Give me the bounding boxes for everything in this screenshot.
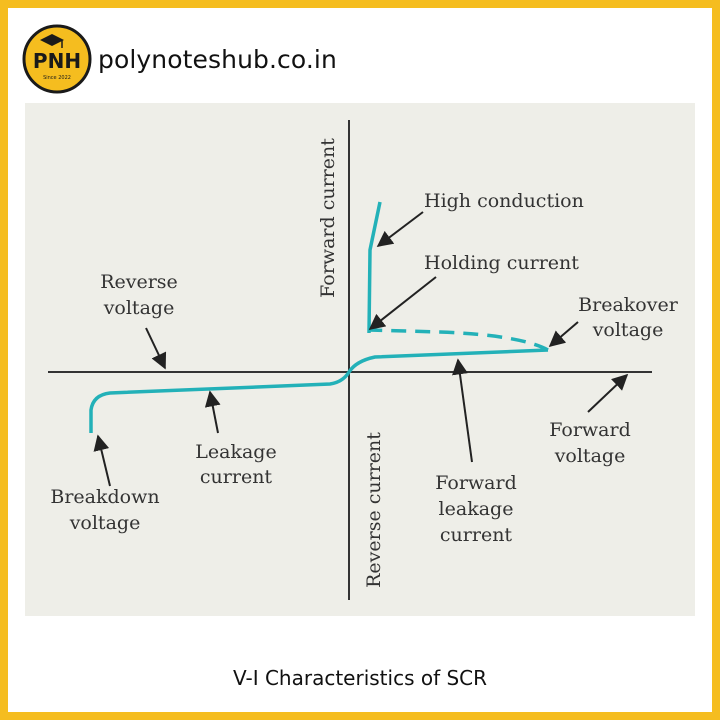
forward-voltage-arrow (587, 373, 629, 413)
reverse-current-label: Reverse current (363, 432, 385, 588)
leakage-current-label-2: current (200, 466, 273, 488)
reverse-voltage-arrow (145, 327, 167, 370)
forward-leakage-label-2: leakage (439, 498, 514, 520)
holding-current-label: Holding current (424, 252, 579, 274)
holding-current-arrow (368, 276, 437, 330)
svg-text:Since 2022: Since 2022 (43, 75, 71, 81)
leakage-arrow (204, 390, 221, 434)
breakover-label-2: voltage (592, 319, 664, 341)
reverse-curve (89, 371, 351, 433)
forward-blocking-curve (347, 348, 549, 374)
forward-current-label: Forward current (317, 138, 339, 298)
high-conduction-arrow (376, 211, 424, 247)
high-conduction-label: High conduction (424, 190, 584, 212)
forward-leakage-label-3: current (440, 524, 513, 546)
svg-text:PNH: PNH (33, 49, 81, 73)
figure-caption: V-I Characteristics of SCR (232, 666, 488, 690)
reverse-voltage-label-1: Reverse (100, 271, 178, 293)
diagram-panel (25, 103, 695, 616)
pnh-logo: PNH Since 2022 (22, 24, 92, 94)
forward-leakage-label-1: Forward (435, 472, 517, 494)
leakage-current-label-1: Leakage (195, 441, 276, 463)
reverse-voltage-label-2: voltage (103, 297, 175, 319)
breakdown-voltage-label-1: Breakdown (50, 486, 159, 508)
dashed-transition (368, 328, 549, 352)
forward-voltage-label-2: voltage (554, 445, 626, 467)
breakdown-voltage-label-2: voltage (69, 512, 141, 534)
breakdown-arrow (93, 434, 111, 487)
site-name[interactable]: polynoteshub.co.in (98, 44, 337, 74)
breakover-arrow (548, 321, 579, 348)
forward-leakage-arrow (452, 358, 473, 463)
breakover-label-1: Breakover (578, 294, 679, 316)
brand-header[interactable]: PNH Since 2022 polynoteshub.co.in (22, 24, 337, 94)
forward-voltage-label-1: Forward (549, 419, 631, 441)
conduction-curve (367, 201, 382, 334)
